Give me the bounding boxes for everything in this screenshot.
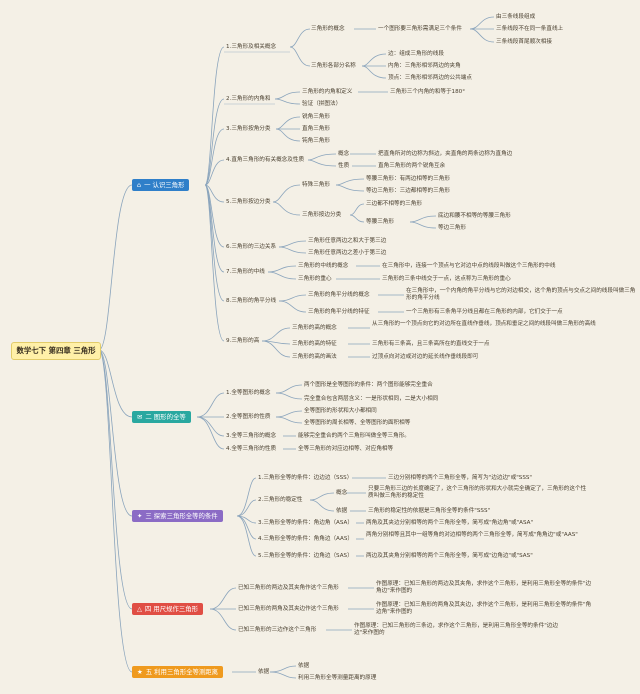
node-b1-c7[interactable]: 7.三角形的中线 [226,269,265,275]
node-b1-c2[interactable]: 2.三角形的内角和 [226,96,271,102]
root-node[interactable]: 数学七下 第四章 三角形 [11,342,101,360]
node-bisector-concept[interactable]: 三角形的角平分线的概念 [308,292,370,298]
node-sas[interactable]: 5.三角形全等的条件：边角边（SAS） [258,553,353,559]
node-centroid[interactable]: 三角形的重心 [298,276,332,282]
node-part-item[interactable]: 内角：三角形相邻两边的夹角 [388,63,461,69]
node-stability-concept-desc[interactable]: 只要三角形三边的长度确定了，这个三角形的形状和大小就完全确定了，三角形的这个性质… [368,486,587,499]
node-part-item[interactable]: 边：组成三角形的线段 [388,51,444,57]
node-special-item[interactable]: 等边三角形：三边都相等的三角形 [366,188,450,194]
branch-ruler-compass[interactable]: △四 用尺规作三角形 [132,603,204,615]
node-right-property[interactable]: 性质 [338,163,350,169]
node-iso-item[interactable]: 等边三角形 [438,225,466,231]
node-angle-type[interactable]: 钝角三角形 [302,138,330,144]
chat-icon: ✉ [137,413,143,421]
node-b1-c5[interactable]: 5.三角形按边分类 [226,199,271,205]
node-bisector-property[interactable]: 三角形的角平分线的特征 [308,309,370,315]
node-b1-c6[interactable]: 6.三角形的三边关系 [226,244,277,250]
node-altitude-desc[interactable]: 从三角形的一个顶点向它的对边所在直线作垂线，顶点和垂足之间的线段叫做三角形的高线 [372,321,596,327]
node-b2-c3[interactable]: 3.全等三角形的概念 [226,433,277,439]
node-isosceles[interactable]: 等腰三角形 [366,219,394,225]
node-median-concept[interactable]: 三角形的中线的概念 [298,263,349,269]
node-congruent-def[interactable]: 完全重合包含两层含义：一是形状相同，二是大小相同 [304,396,439,402]
node-sas-construct-desc[interactable]: 作图原理：已知三角形的两边及其夹角，求作这个三角形，是利用三角形全等的条件"边角… [376,581,592,594]
node-b2-c4-desc[interactable]: 全等三角形的对应边相等、对应角相等 [298,446,394,452]
node-three-conditions[interactable]: 一个图形要三角形需满足三个条件 [378,26,462,32]
node-centroid-desc[interactable]: 三角形的三条中线交于一点，这点称为三角形的重心 [382,276,511,282]
node-verify[interactable]: 验证（拼图法） [302,101,342,107]
node-bisector-property-desc[interactable]: 一个三角形有三条角平分线且都在三角形的内部，它们交于一点 [406,309,563,315]
node-altitude-property-desc[interactable]: 三角形有三条高，且三条高所在的直线交于一点 [372,341,490,347]
node-asa[interactable]: 3.三角形全等的条件：角边角（ASA） [258,520,353,526]
node-sas-construct[interactable]: 已知三角形的两边及其夹角作这个三角形 [238,585,339,591]
node-sss-desc[interactable]: 三边分别相等的两个三角形全等，简写为"边边边"或"SSS" [388,475,533,481]
node-b2-c3-desc[interactable]: 能够完全重合的两个三角形叫做全等三角形。 [298,433,410,439]
node-part-item[interactable]: 顶点：三角形相邻两边的公共端点 [388,75,472,81]
node-asa-desc[interactable]: 两角及其夹边分别相等的两个三角形全等，简写成"角边角"或"ASA" [366,520,534,526]
triangle-warning-icon: △ [137,605,142,613]
node-b2-c2[interactable]: 2.全等图形的性质 [226,414,271,420]
node-stability-concept[interactable]: 概念 [336,490,348,496]
node-iso-item[interactable]: 底边和腰不相等的等腰三角形 [438,213,511,219]
node-basis-item[interactable]: 利用三角形全等测量距离的原理 [298,675,377,681]
node-median-desc[interactable]: 在三角形中，连接一个顶点与它对边中点的线段叫做这个三角形的中线 [382,263,556,269]
node-sss-construct[interactable]: 已知三角形的三边作这个三角形 [238,627,317,633]
node-angle-type[interactable]: 直角三角形 [302,126,330,132]
node-b2-c4[interactable]: 4.全等三角形的性质 [226,446,277,452]
node-altitude-draw[interactable]: 三角形的高的画法 [292,354,337,360]
node-altitude-concept[interactable]: 三角形的高的概念 [292,325,337,331]
node-stability[interactable]: 2.三角形的稳定性 [258,497,303,503]
node-stability-basis[interactable]: 依据 [336,508,348,514]
node-b1-c4[interactable]: 4.直角三角形的有关概念及性质 [226,157,305,163]
node-basis[interactable]: 依据 [258,669,270,675]
flame-icon: ✦ [137,512,143,520]
node-bisector-desc[interactable]: 在三角形中，一个内角的角平分线与它的对边相交，这个角的顶点与交点之间的线段叫做三… [406,288,636,301]
node-altitude-draw-desc[interactable]: 过顶点向对边或对边的延长线作垂线段即可 [372,354,479,360]
branch-measure-distance[interactable]: ★五 利用三角形全等测距离 [132,666,224,678]
node-b1-c9[interactable]: 9.三角形的高 [226,338,260,344]
node-condition[interactable]: 三条线段首尾顺次相接 [496,39,552,45]
node-scalene[interactable]: 三边都不相等的三角形 [366,201,422,207]
node-angle-sum-def[interactable]: 三角形的内角和定义 [302,89,353,95]
node-sss-construct-desc[interactable]: 作图原理：已知三角形的三条边，求作这个三角形，是利用三角形全等的条件"边边边"来… [354,623,558,636]
branch-recognize-triangle[interactable]: ⌂一 认识三角形 [132,179,190,191]
home-icon: ⌂ [137,181,142,189]
node-basis-item[interactable]: 依据 [298,663,310,669]
node-aas-desc[interactable]: 两角分别相等且其中一组等角的对边相等的两个三角形全等，简写成"角角边"或"AAS… [366,532,578,538]
node-b1-c3[interactable]: 3.三角形按角分类 [226,126,271,132]
node-special-triangle[interactable]: 特殊三角形 [302,182,330,188]
node-angle-sum-desc[interactable]: 三角形三个内角的和等于180° [390,89,466,95]
node-stability-basis-desc[interactable]: 三角形的稳定性的依据是三角形全等的条件"SSS" [368,508,491,514]
node-condition[interactable]: 由三条线段组成 [496,14,536,20]
node-b2-c1[interactable]: 1.全等图形的概念 [226,390,271,396]
node-b1-c8[interactable]: 8.三角形的角平分线 [226,298,277,304]
node-sss[interactable]: 1.三角形全等的条件：边边边（SSS） [258,475,353,481]
node-side-relation[interactable]: 三角形任意两边之和大于第三边 [308,238,387,244]
star-icon: ★ [137,668,143,676]
node-congruent-prop[interactable]: 全等图形的形状和大小都相同 [304,408,377,414]
node-part-names[interactable]: 三角形各部分名称 [311,63,356,69]
node-right-concept[interactable]: 概念 [338,151,350,157]
node-congruent-prop[interactable]: 全等图形的周长相等、全等图形的面积相等 [304,420,411,426]
node-side-relation[interactable]: 三角形任意两边之差小于第三边 [308,250,387,256]
node-right-property-desc[interactable]: 直角三角形的两个锐角互余 [378,163,446,169]
node-special-item[interactable]: 等腰三角形：有两边相等的三角形 [366,176,450,182]
branch-congruence-conditions[interactable]: ✦三 探索三角形全等的条件 [132,510,223,522]
node-altitude-property[interactable]: 三角形的高的特征 [292,341,337,347]
node-b1-c1[interactable]: 1.三角形及相关概念 [226,44,277,50]
node-asa-construct-desc[interactable]: 作图原理：已知三角形的两角及其夹边，求作这个三角形，是利用三角形全等的条件"角边… [376,602,592,615]
node-angle-type[interactable]: 锐角三角形 [302,114,330,120]
node-by-side[interactable]: 三角形按边分类 [302,212,342,218]
node-sas-desc[interactable]: 两边及其夹角分别相等的两个三角形全等，简写成"边角边"或"SAS" [366,553,533,559]
node-aas[interactable]: 4.三角形全等的条件：角角边（AAS） [258,536,354,542]
node-condition[interactable]: 三条线段不在同一条直线上 [496,26,564,32]
node-triangle-concept[interactable]: 三角形的概念 [311,26,345,32]
node-right-concept-desc[interactable]: 把直角所对的边称为斜边，夹直角的两条边称为直角边 [378,151,513,157]
node-asa-construct[interactable]: 已知三角形的两角及其夹边作这个三角形 [238,606,339,612]
branch-congruent-figures[interactable]: ✉二 图形的全等 [132,411,191,423]
node-congruent-def[interactable]: 两个图形是全等图形的条件：两个图形能够完全重合 [304,382,433,388]
